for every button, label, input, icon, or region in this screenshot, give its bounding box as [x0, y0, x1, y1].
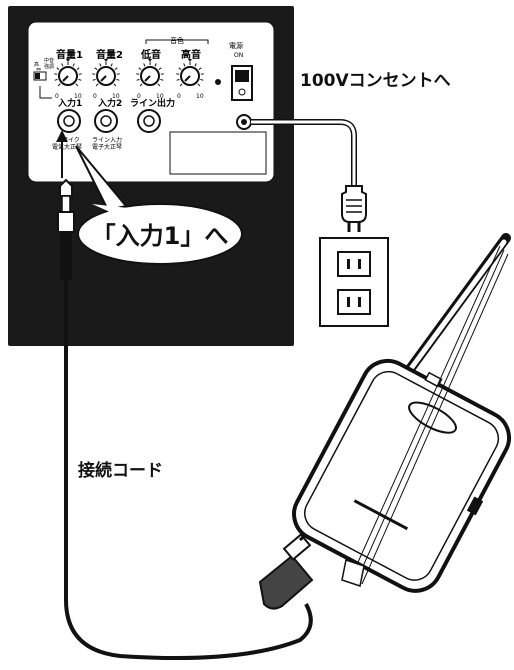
knob-min-label: 0 — [93, 93, 97, 100]
power-cord-socket — [237, 115, 251, 129]
input2-sub-line2: 電子大正琴 — [92, 143, 122, 151]
knob-min-label: 0 — [177, 93, 181, 100]
switch-bot-label: 強調 — [44, 63, 54, 70]
label-plate — [170, 132, 266, 174]
power-indicator-dot — [215, 79, 221, 85]
outlet-callout-text: 100Vコンセントへ — [300, 71, 451, 91]
wall-outlet — [320, 238, 388, 326]
input2-label: 入力2 — [97, 97, 122, 109]
switch-mid-label: 中音 — [44, 57, 54, 64]
knob-max-label: 10 — [196, 93, 204, 100]
power-label: 電源 — [229, 41, 243, 50]
line-out-label: ライン出力 — [130, 97, 175, 109]
volume2-label: 音量2 — [96, 48, 123, 61]
input1-jack[interactable] — [58, 110, 80, 132]
power-on-label: ON — [234, 52, 243, 59]
tone-group-label: 音色 — [170, 36, 184, 45]
input-bubble-text: 「入力1」へ — [92, 222, 229, 250]
input1-label: 入力1 — [57, 97, 82, 109]
input2-jack[interactable] — [95, 110, 117, 132]
switch-arrow-icon: ⇔ — [36, 66, 41, 73]
line-out-jack[interactable] — [138, 110, 160, 132]
input2-sub-line1: ライン入力 — [92, 136, 122, 144]
cord-callout-text: 接続コード — [78, 460, 163, 481]
